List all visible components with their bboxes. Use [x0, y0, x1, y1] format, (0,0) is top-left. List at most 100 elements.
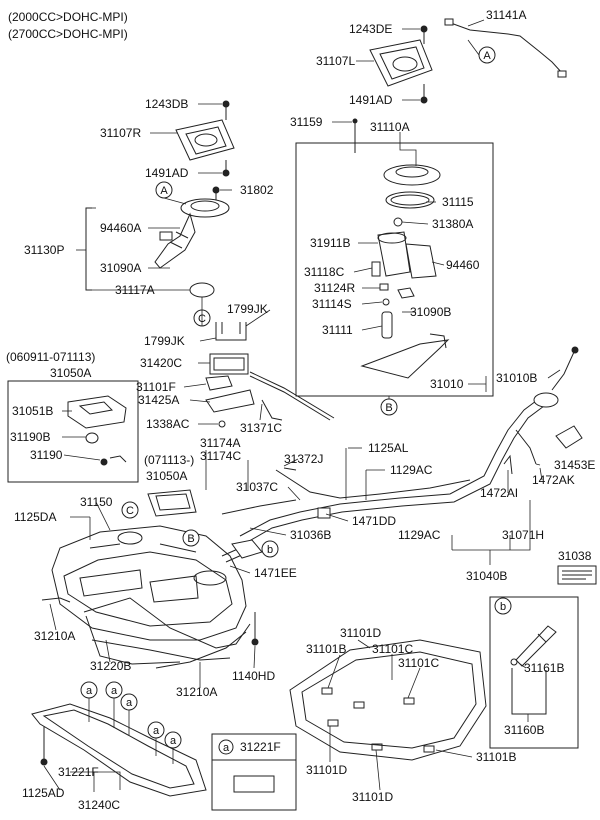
callout-letter-c-tank: C	[126, 505, 134, 517]
label-31071h: 31071H	[502, 528, 544, 542]
fuel-tank	[51, 525, 247, 641]
label-31101b-1: 31101B	[306, 642, 346, 656]
label-31010: 31010	[430, 377, 464, 391]
callout-letter-b-hose: b	[267, 544, 273, 556]
label-31111: 31111	[322, 323, 353, 337]
label-31101d-3: 31101D	[352, 790, 393, 804]
label-31040b: 31040B	[466, 569, 507, 583]
callout-letter-b-box: b	[500, 601, 506, 613]
label-1125ad: 1125AD	[22, 786, 65, 800]
label-31160b: 31160B	[504, 723, 544, 737]
vent-hose	[221, 425, 583, 519]
callout-letter-a-3: a	[126, 697, 133, 709]
label-94460: 94460	[446, 258, 480, 272]
label-31051b: 31051B	[12, 404, 53, 418]
label-31115: 31115	[442, 195, 474, 209]
label-1799jk-b: 1799JK	[144, 334, 185, 348]
label-31101c-1: 31101C	[372, 642, 413, 656]
label-1125al: 1125AL	[368, 441, 409, 455]
label-31101b-2: 31101B	[476, 750, 516, 764]
header-line-1: (2000CC>DOHC-MPI)	[8, 10, 128, 24]
pad-31221f	[233, 775, 275, 793]
label-31420c: 31420C	[140, 356, 182, 370]
label-31911b: 31911B	[310, 236, 350, 250]
callout-letter-a-2: a	[111, 685, 118, 697]
label-31190: 31190	[30, 448, 63, 462]
label-31124r: 31124R	[314, 281, 355, 295]
canister-group-box	[7, 380, 139, 483]
callout-a-legend	[218, 739, 234, 755]
label-94460a: 94460A	[100, 221, 141, 235]
callout-letter-c-top: C	[198, 313, 206, 325]
seal-ring-31117a	[189, 282, 215, 298]
label-1799jk-a: 1799JK	[227, 302, 268, 316]
label-plate-31038	[557, 565, 597, 585]
label-31453e: 31453E	[554, 458, 595, 472]
under-cover	[289, 639, 487, 761]
callout-letter-a-left: A	[160, 185, 168, 197]
leader-lines	[43, 19, 561, 792]
legend-a-item: 31221F	[240, 740, 281, 754]
heat-shield	[41, 597, 259, 669]
label-1338ac: 1338AC	[146, 417, 190, 431]
label-1129ac-b: 1129AC	[398, 528, 441, 542]
cover-plate-left	[175, 119, 235, 161]
detail-box-b	[489, 596, 579, 749]
label-31090b: 31090B	[410, 305, 451, 319]
label-1472ak: 1472AK	[532, 473, 575, 487]
callout-b-box	[494, 597, 512, 615]
label-31101c-2: 31101C	[398, 656, 439, 670]
callout-letter-b-tank: B	[187, 533, 194, 545]
label-1471dd: 1471DD	[352, 514, 396, 528]
label-1243db: 1243DB	[145, 97, 188, 111]
label-1472ai: 1472AI	[480, 486, 518, 500]
label-31190b: 31190B	[10, 430, 50, 444]
group-part-1: 31050A	[50, 366, 91, 380]
label-1243de: 1243DE	[349, 22, 392, 36]
label-31101d-2: 31101D	[306, 763, 347, 777]
label-31114s: 31114S	[312, 297, 352, 311]
label-31130p: 31130P	[24, 243, 64, 257]
label-31425a: 31425A	[138, 393, 179, 407]
label-31090a: 31090A	[100, 261, 141, 275]
label-31159: 31159	[290, 115, 323, 129]
legend-box-a	[211, 733, 297, 811]
label-31110a: 31110A	[370, 120, 410, 134]
callout-c-tank	[121, 501, 139, 519]
label-31161b: 31161B	[524, 661, 564, 675]
canister-31050a	[147, 489, 197, 517]
label-31210a-b: 31210A	[176, 685, 217, 699]
label-31037c: 31037C	[236, 480, 278, 494]
callout-letter-a-1: a	[86, 685, 93, 697]
label-31036b: 31036B	[290, 528, 331, 542]
label-31117a: 31117A	[115, 283, 155, 297]
label-1125da: 1125DA	[14, 510, 56, 524]
group-bracket-31130p	[85, 207, 92, 291]
label-31038: 31038	[558, 549, 592, 563]
group-date-1: (060911-071113)	[6, 350, 95, 364]
label-31210a-a: 31210A	[34, 629, 75, 643]
bolt-1243db	[222, 100, 230, 177]
callout-letter-b-module: B	[385, 402, 392, 414]
filler-neck-pipe	[221, 346, 579, 563]
label-31118c: 31118C	[304, 265, 345, 279]
pump-module-box	[295, 142, 494, 397]
fuel-sender-left	[154, 186, 230, 269]
label-1491ad-left: 1491AD	[145, 166, 189, 180]
canister-31051b	[67, 395, 127, 466]
label-31174a: 31174A	[200, 436, 240, 450]
label-31101d-1: 31101D	[340, 626, 381, 640]
label-31380a: 31380A	[432, 217, 473, 231]
callout-b-tank	[182, 529, 200, 547]
label-31371c: 31371C	[240, 421, 282, 435]
label-31107l: 31107L	[316, 54, 355, 68]
label-31220b: 31220B	[90, 659, 131, 673]
bolt-1243de	[420, 25, 428, 104]
under-cover-left	[31, 703, 207, 797]
label-31101f: 31101F	[136, 380, 176, 394]
label-31107r: 31107R	[100, 126, 141, 140]
group-date-2: (071113-)	[144, 453, 194, 467]
callout-letter-a-top: A	[483, 50, 491, 62]
label-31174c: 31174C	[200, 449, 241, 463]
